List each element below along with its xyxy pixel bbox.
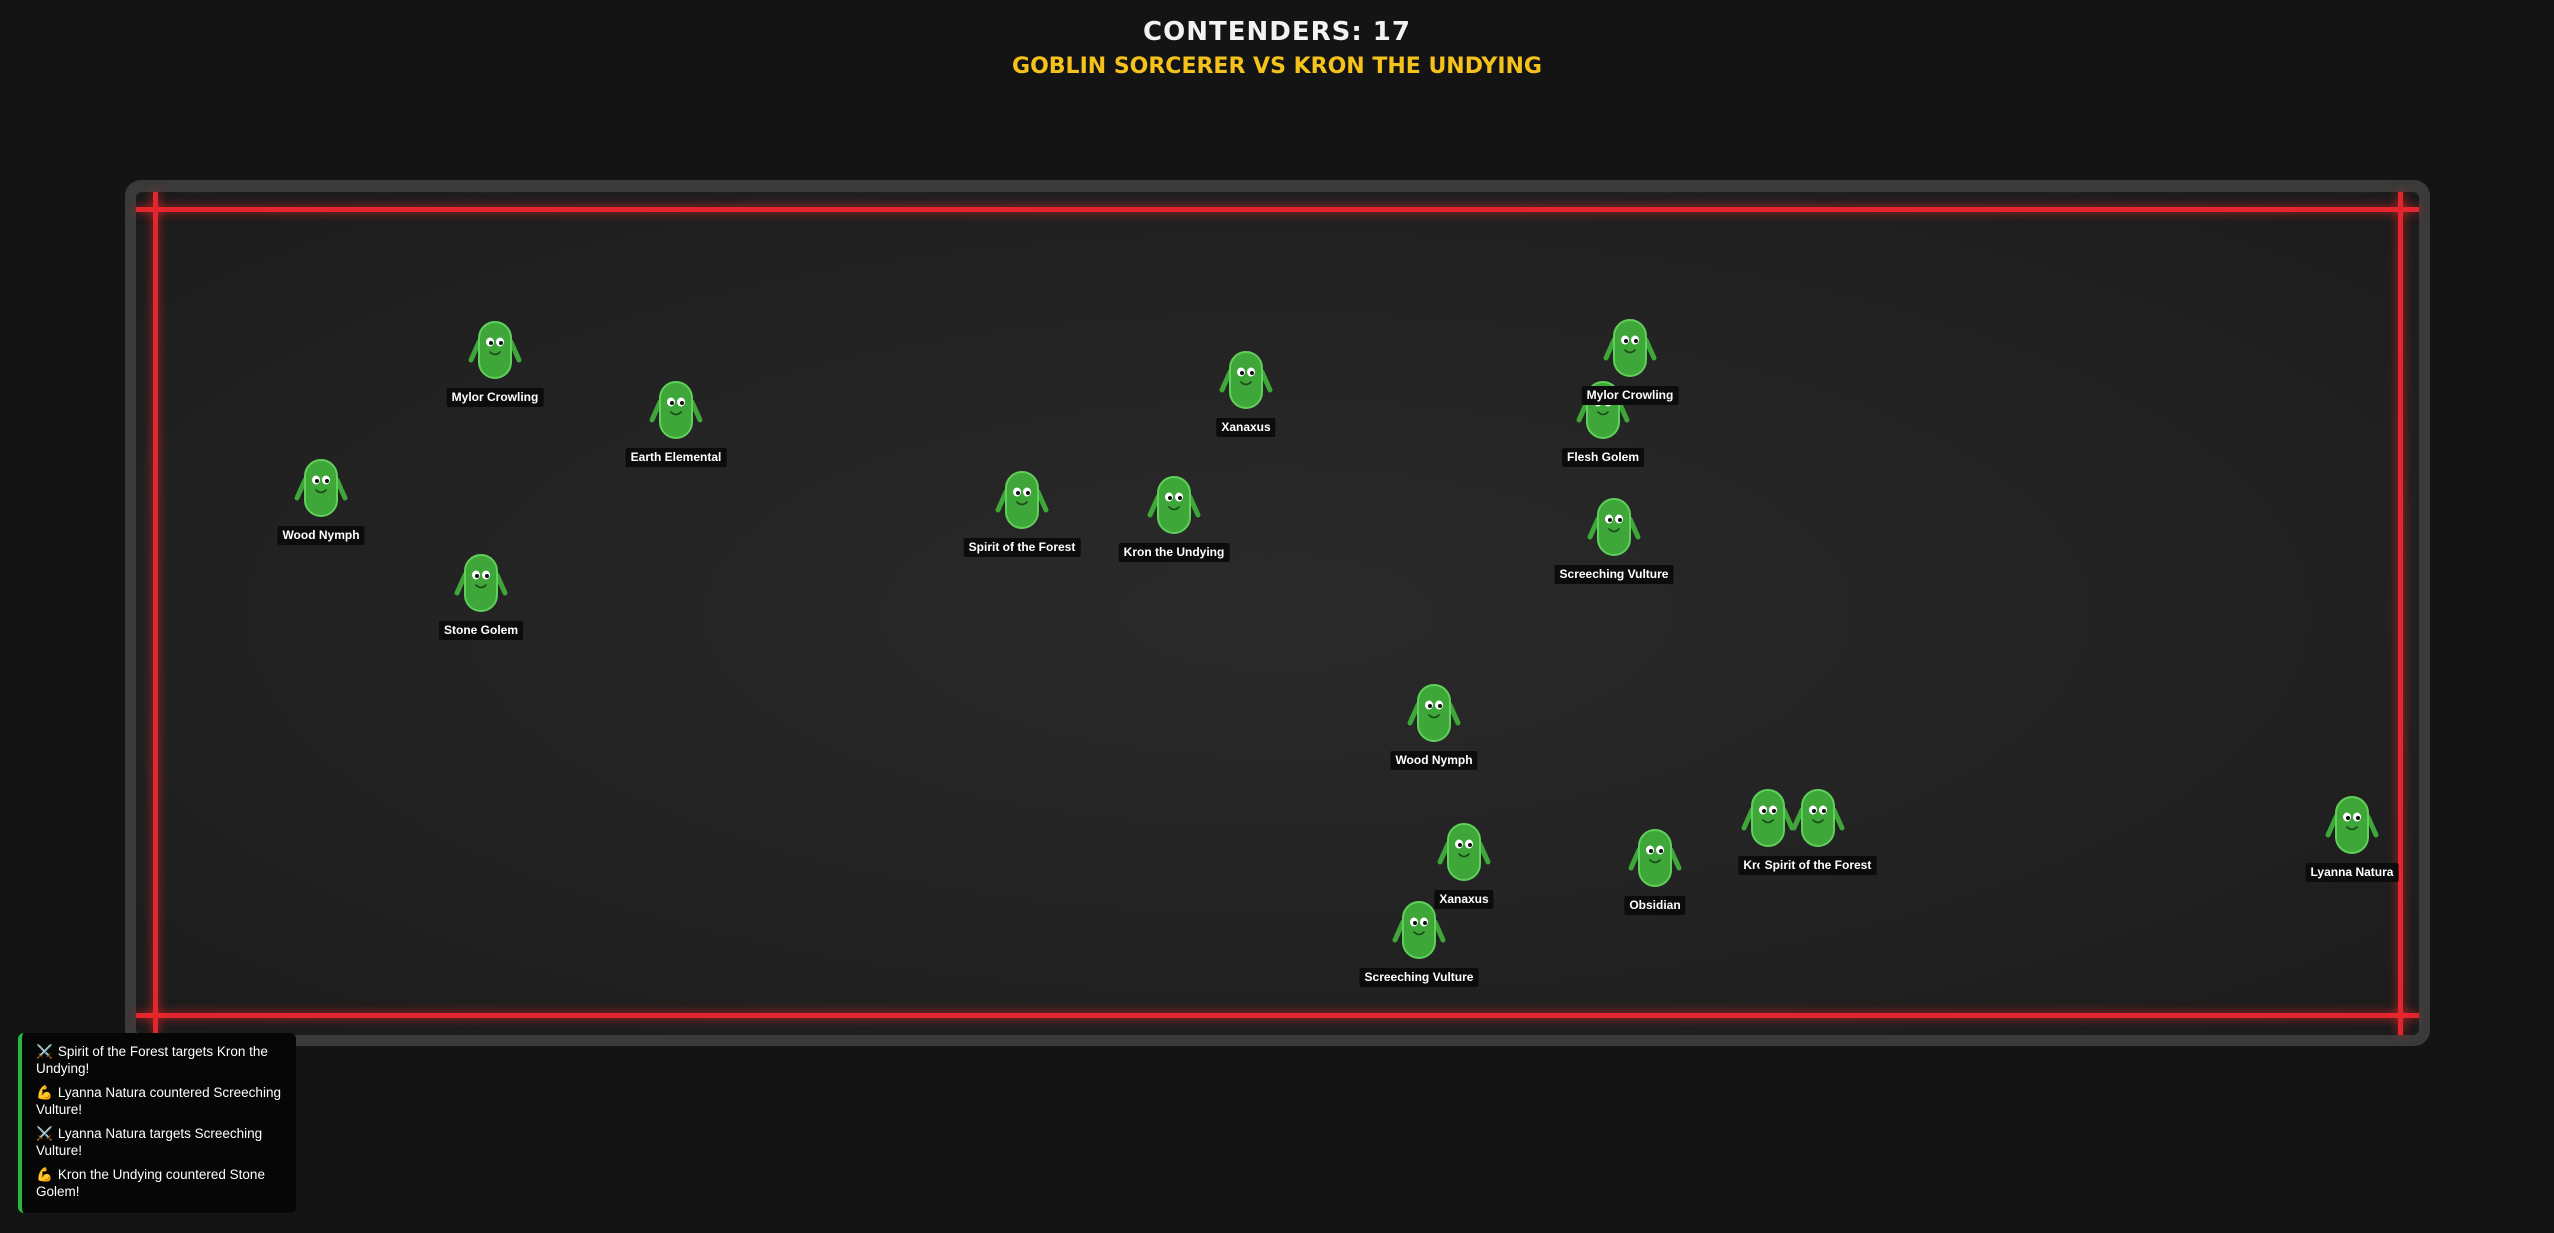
fighter-name: Screeching Vulture: [1359, 968, 1479, 987]
match-header: CONTENDERS: 17 GOBLIN SORCERER VS KRON T…: [0, 12, 2554, 82]
blob-fighter-icon: [1603, 319, 1657, 377]
fighter-name: Flesh Golem: [1561, 448, 1645, 467]
swords-icon: ⚔️: [36, 1126, 53, 1141]
blob-fighter-icon: [1219, 351, 1273, 409]
blob-fighter-icon: [649, 381, 703, 439]
rope-right: [2398, 192, 2403, 1035]
log-entry: ⚔️Spirit of the Forest targets Kron the …: [36, 1044, 268, 1076]
blob-fighter-icon: [1392, 901, 1446, 959]
fighter-name: Spirit of the Forest: [1759, 856, 1877, 875]
rope-top: [136, 207, 2419, 212]
log-entry: 💪Kron the Undying countered Stone Golem!: [36, 1167, 265, 1199]
blob-fighter-icon: [1147, 476, 1201, 534]
fighter-name: Wood Nymph: [277, 526, 365, 545]
arena-floor: [136, 192, 2419, 1035]
battle-log: ⚔️Spirit of the Forest targets Kron the …: [18, 1033, 296, 1213]
fighter-name: Wood Nymph: [1390, 751, 1478, 770]
fighter-name: Screeching Vulture: [1554, 565, 1674, 584]
log-entry: ⚔️Lyanna Natura targets Screeching Vultu…: [36, 1126, 263, 1158]
blob-fighter-icon: [1407, 684, 1461, 742]
flexed-arm-icon: 💪: [36, 1085, 53, 1100]
blob-fighter-icon: [995, 471, 1049, 529]
blob-fighter-icon: [1628, 829, 1682, 887]
blob-fighter-icon: [454, 554, 508, 612]
blob-fighter-icon: [1791, 789, 1845, 847]
blob-fighter-icon: [1741, 789, 1795, 847]
flexed-arm-icon: 💪: [36, 1167, 53, 1182]
contenders-count: CONTENDERS: 17: [1143, 17, 1411, 47]
blob-fighter-icon: [1437, 823, 1491, 881]
fighter-name: Xanaxus: [1216, 418, 1276, 437]
blob-fighter-icon: [468, 321, 522, 379]
rope-left: [153, 192, 158, 1035]
fighter-name: Kron the Undying: [1118, 543, 1230, 562]
blob-fighter-icon: [1587, 498, 1641, 556]
fighter-name: Mylor Crowling: [1581, 386, 1679, 405]
swords-icon: ⚔️: [36, 1044, 53, 1059]
fighter-name: Lyanna Natura: [2305, 863, 2399, 882]
fighter-name: Spirit of the Forest: [963, 538, 1081, 557]
fighter-name: Obsidian: [1624, 896, 1686, 915]
rope-bottom: [136, 1013, 2419, 1018]
fighter-name: Stone Golem: [438, 621, 524, 640]
fighter-name: Earth Elemental: [625, 448, 727, 467]
fighter-name: Xanaxus: [1434, 890, 1494, 909]
fighter-name: Mylor Crowling: [446, 388, 544, 407]
log-entry: 💪Lyanna Natura countered Screeching Vult…: [36, 1085, 281, 1117]
blob-fighter-icon: [294, 459, 348, 517]
blob-fighter-icon: [2325, 796, 2379, 854]
current-matchup: GOBLIN SORCERER VS KRON THE UNDYING: [1012, 54, 1542, 79]
